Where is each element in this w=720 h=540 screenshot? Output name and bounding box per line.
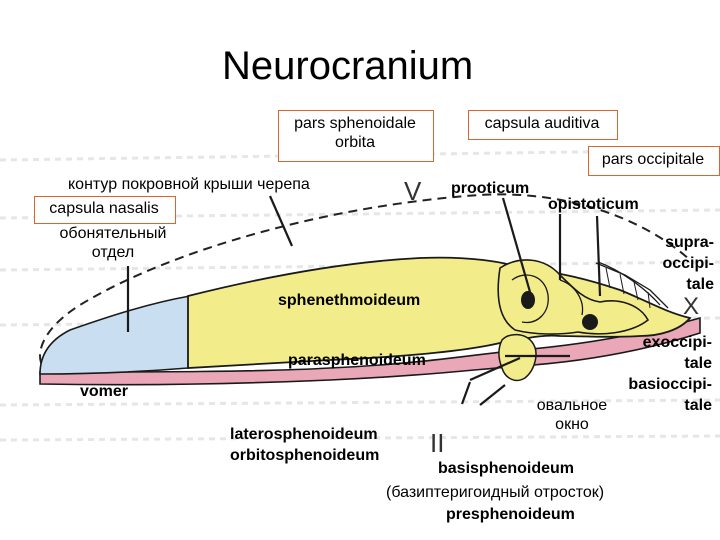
ovalnoe-okno-label: овальное окно bbox=[524, 396, 620, 434]
numeral-two: II bbox=[430, 428, 445, 458]
capsula-auditiva-label: capsula auditiva bbox=[484, 115, 600, 132]
orbitosphenoideum-label: orbitosphenoideum bbox=[230, 447, 380, 464]
exoccipitale-line1: exoccipi- bbox=[642, 334, 712, 351]
presphenoideum-label: presphenoideum bbox=[446, 506, 575, 523]
exoccipitale-label: exoccipi- tale bbox=[600, 332, 712, 374]
basipterygoid-process bbox=[498, 333, 537, 382]
pars-sphenoidale-label: pars sphenoidale orbita bbox=[278, 114, 432, 152]
dermal-roof-outline bbox=[39, 193, 691, 376]
basioccipitale-label: basioccipi- tale bbox=[600, 374, 712, 416]
parasphenoideum-label: parasphenoideum bbox=[288, 352, 426, 369]
capsula-auditiva-box bbox=[468, 110, 618, 140]
supra-line3: tale bbox=[686, 276, 714, 293]
obonyatelny-label: обонятельный отдел bbox=[38, 224, 188, 262]
bazipterigoidny-label: (базиптеригоидный отросток) bbox=[386, 484, 605, 501]
supra-line2: occipi- bbox=[662, 255, 714, 272]
opisthotic-outline bbox=[559, 279, 584, 316]
supra-line1: supra- bbox=[665, 234, 714, 251]
page-title: Neurocranium bbox=[222, 44, 474, 88]
foramen-trigeminal bbox=[521, 291, 535, 309]
foramen-vagus bbox=[582, 314, 598, 330]
capsula-nasalis-label: capsula nasalis bbox=[49, 200, 159, 217]
opistoticum-label: opistoticum bbox=[548, 196, 639, 213]
occipital-arch bbox=[595, 262, 669, 309]
basioccipitale-line1: basioccipi- bbox=[628, 376, 712, 393]
prooticum-label: prooticum bbox=[451, 180, 530, 197]
numeral-ten: X bbox=[683, 293, 700, 320]
supraoccipitale-label: supra- occipi- tale bbox=[630, 232, 714, 295]
pars-occipitale-label: pars occipitale bbox=[601, 151, 705, 168]
obonyatelny-line1: обонятельный bbox=[59, 225, 167, 242]
capsula-nasalis-box bbox=[34, 196, 176, 224]
ovalnoe-line2: окно bbox=[555, 416, 589, 433]
kontur-label: контур покровной крыши черепа bbox=[68, 176, 310, 193]
supraoccipital-hatch-1 bbox=[605, 267, 611, 289]
pars-sphenoidale-line2: orbita bbox=[334, 134, 376, 151]
occipital-outline bbox=[597, 261, 661, 306]
basisphenoideum-label: basisphenoideum bbox=[438, 460, 575, 477]
basal-plate bbox=[39, 316, 701, 386]
supraoccipital-hatch-4 bbox=[647, 291, 651, 309]
leader-lines bbox=[126, 195, 602, 406]
laterosphenoideum-label: laterosphenoideum bbox=[230, 426, 378, 443]
basioccipitale-line2: tale bbox=[684, 397, 712, 414]
vomer-label: vomer bbox=[80, 383, 129, 400]
exoccipitale-line2: tale bbox=[684, 355, 712, 372]
pars-sphenoidale-line1: pars sphenoidale bbox=[294, 115, 416, 132]
pars-sphenoidale-box bbox=[278, 110, 434, 162]
nasal-capsule bbox=[39, 295, 191, 375]
obonyatelny-line2: отдел bbox=[91, 244, 135, 261]
numeral-five: V bbox=[404, 176, 422, 206]
sphenethmoideum-label: sphenethmoideum bbox=[278, 292, 421, 309]
ovalnoe-line1: овальное bbox=[536, 397, 608, 414]
supraoccipital-hatch-3 bbox=[633, 281, 639, 301]
supraoccipital-hatch-2 bbox=[619, 273, 625, 295]
pars-occipitale-box bbox=[588, 146, 720, 176]
